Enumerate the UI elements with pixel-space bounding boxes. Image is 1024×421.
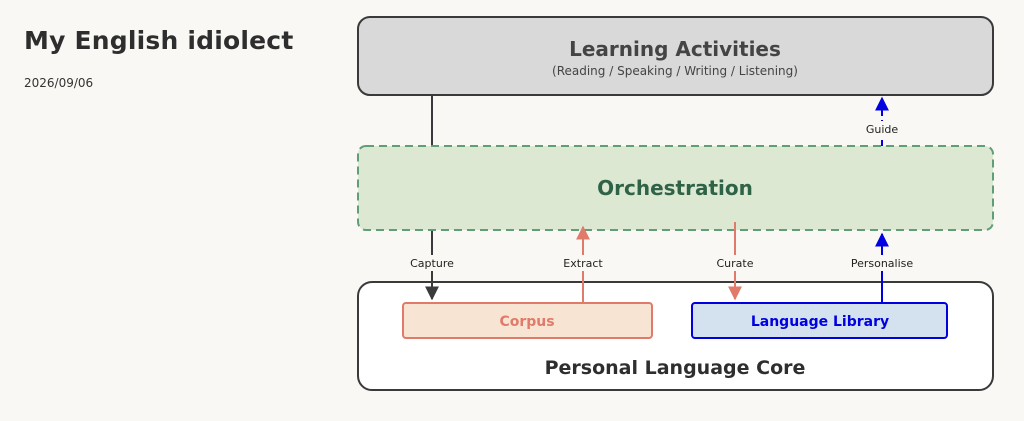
curate-label-group: Curate (714, 255, 756, 271)
capture-label: Capture (410, 257, 454, 270)
learning-activities-subtitle: (Reading / Speaking / Writing / Listenin… (552, 64, 798, 78)
personalise-label-group: Personalise (850, 255, 914, 271)
learning-activities-box: Learning Activities (Reading / Speaking … (357, 16, 994, 96)
corpus-box: Corpus (402, 302, 653, 339)
corpus-label: Corpus (499, 314, 554, 330)
learning-activities-title: Learning Activities (569, 37, 781, 61)
language-library-box: Language Library (691, 302, 948, 339)
orchestration-box: Orchestration (357, 145, 994, 231)
guide-label-group: Guide (863, 121, 901, 137)
personalise-label: Personalise (851, 257, 914, 270)
page-date: 2026/09/06 (24, 76, 94, 90)
language-library-label: Language Library (751, 314, 889, 330)
personal-language-core-title: Personal Language Core (545, 357, 806, 379)
guide-label: Guide (866, 123, 899, 136)
capture-label-group: Capture (408, 255, 456, 271)
extract-label-group: Extract (561, 255, 605, 271)
page-title: My English idiolect (24, 26, 294, 55)
curate-label: Curate (717, 257, 754, 270)
orchestration-title: Orchestration (597, 176, 753, 200)
extract-label: Extract (563, 257, 603, 270)
